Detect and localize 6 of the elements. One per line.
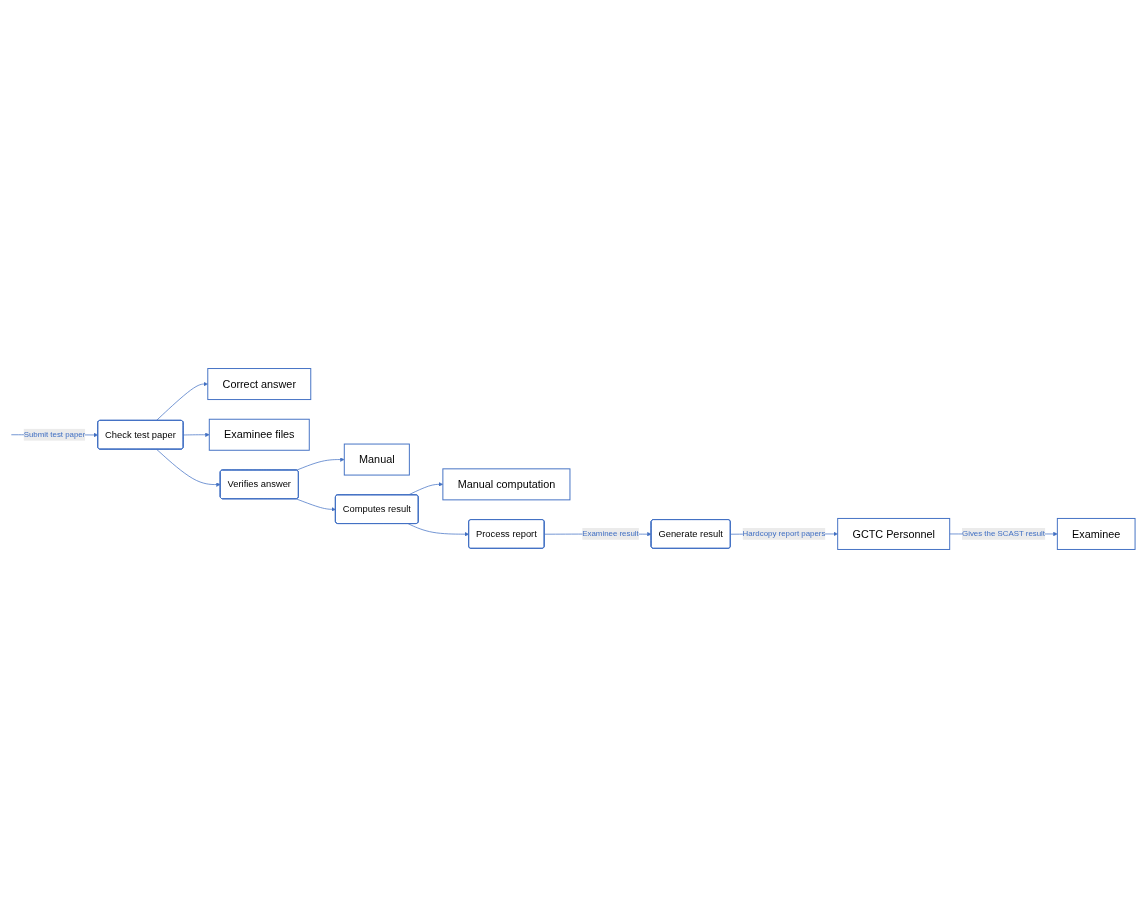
node-box: Examinee [1056, 517, 1136, 550]
node-box: Manual computation [442, 468, 571, 501]
node-box: GCTC Personnel [837, 517, 951, 550]
node-box: Examinee files [208, 418, 310, 451]
node-box: Manual [343, 443, 410, 476]
node-box: Correct answer [207, 368, 312, 401]
